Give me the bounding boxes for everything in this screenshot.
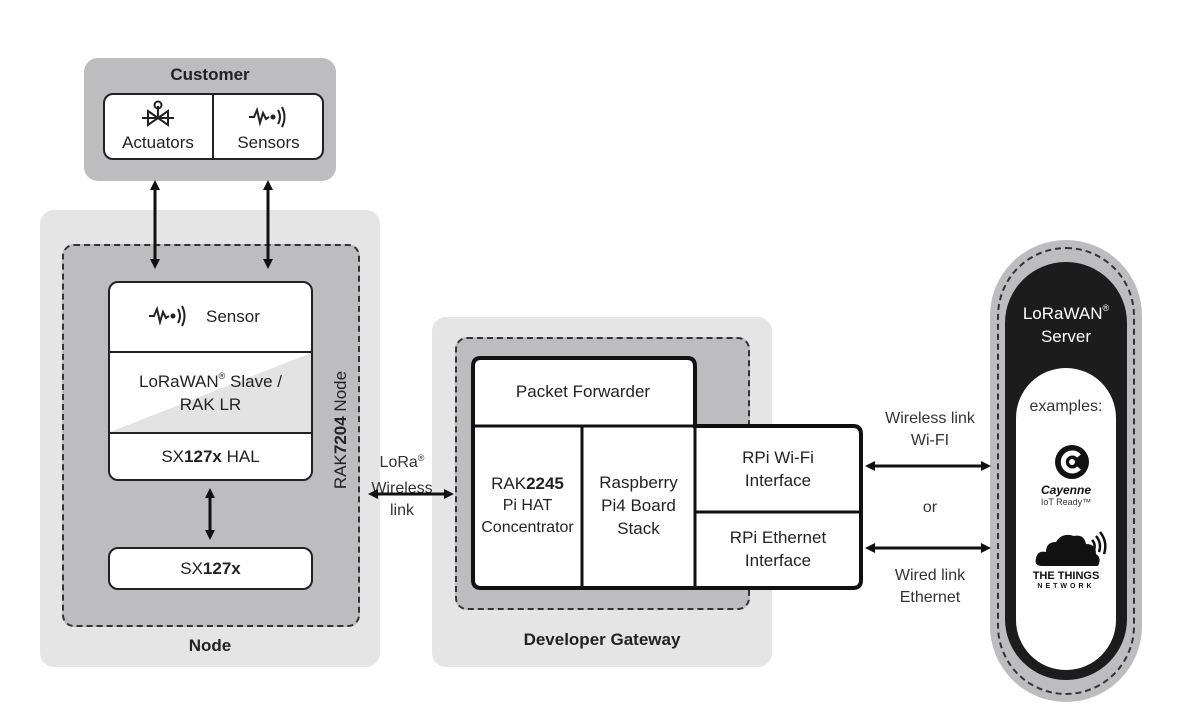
- hal-pre: SX: [161, 447, 185, 466]
- node-hal-cell: SX127x HAL: [110, 434, 311, 479]
- node-sensor-cell: Sensor: [110, 283, 311, 351]
- packet-forwarder-cell: Packet Forwarder: [515, 381, 651, 401]
- actuators-cell: Actuators: [104, 96, 212, 158]
- ttn-name: THE THINGS: [1032, 570, 1100, 582]
- wireless-link-label: Wireless link Wi-FI: [885, 410, 975, 449]
- gateway-title: Developer Gateway: [523, 630, 681, 649]
- node-stack-box: Sensor LoRaWAN® Slave / RAK LR SX127x HA…: [108, 281, 313, 481]
- cayenne-logo: [1055, 445, 1089, 479]
- lora-line2: Wireless: [371, 480, 433, 497]
- node-divider-2: [110, 432, 311, 434]
- hal-post: HAL: [221, 447, 260, 466]
- rak-bold: 2245: [526, 473, 564, 493]
- rak-rest: Pi HAT Concentrator: [481, 496, 574, 536]
- ttn-cloud-logo: [1035, 531, 1107, 566]
- sensors-label: Sensors: [237, 133, 300, 152]
- lora-line1: LoRa: [379, 454, 418, 471]
- node-title: Node: [188, 636, 232, 655]
- rak-hat-cell: RAK2245 Pi HAT Concentrator: [474, 428, 581, 583]
- sensors-cell: Sensors: [214, 96, 323, 158]
- actuators-label: Actuators: [122, 133, 194, 152]
- hal-bold: 127x: [184, 447, 222, 466]
- server-title-reg: ®: [1102, 303, 1110, 313]
- rak-pre: RAK: [491, 473, 527, 493]
- cayenne-name: Cayenne: [1040, 483, 1092, 497]
- node-vertical-prefix: RAK: [331, 454, 350, 490]
- server-inner-pill: [1016, 368, 1116, 670]
- lora-reg: ®: [417, 453, 425, 463]
- gateway-stack-outline: [471, 356, 863, 590]
- slave-shade: [110, 353, 311, 432]
- sensor-wave-icon: [149, 305, 186, 327]
- cayenne-sub: IoT Ready™: [1040, 497, 1092, 507]
- node-divider-1: [110, 351, 311, 353]
- server-title-line2: Server: [1040, 327, 1092, 346]
- wifi-interface-cell: RPi Wi-Fi Interface: [742, 448, 814, 490]
- lora-link-label: LoRa® Wireless link: [362, 452, 442, 522]
- radio-bold: 127x: [202, 559, 241, 578]
- node-vertical-suffix: Node: [331, 370, 350, 417]
- customer-title: Customer: [170, 65, 250, 84]
- examples-label: examples:: [1029, 398, 1103, 415]
- customer-divider: [212, 94, 214, 159]
- slave-line1-pre: LoRaWAN: [138, 371, 219, 391]
- wired-link-label: Wired link Ethernet: [894, 567, 966, 606]
- lora-line3: link: [389, 502, 414, 519]
- ttn-sub: NETWORK: [1037, 583, 1095, 590]
- slave-reg: ®: [218, 370, 226, 381]
- slave-line2: RAK LR: [179, 394, 242, 414]
- valve-icon: [142, 100, 174, 127]
- sensor-wave-icon: [249, 106, 286, 128]
- node-slave-cell: LoRaWAN® Slave / RAK LR: [110, 353, 311, 432]
- radio-pre: SX: [180, 559, 203, 578]
- node-radio-box: SX127x: [108, 547, 313, 590]
- server-dashed-pill: [997, 247, 1135, 695]
- server-title-pre: LoRaWAN: [1022, 304, 1103, 323]
- ethernet-interface-cell: RPi Ethernet Interface: [729, 528, 827, 570]
- rpi-stack-cell: Raspberry Pi4 Board Stack: [599, 473, 678, 538]
- slave-line1-post: Slave /: [225, 371, 282, 391]
- node-sensor-label: Sensor: [206, 307, 260, 326]
- or-label: or: [922, 499, 938, 516]
- server-title: LoRaWAN® Server: [1005, 302, 1127, 348]
- node-vertical-bold: 7204: [331, 416, 350, 455]
